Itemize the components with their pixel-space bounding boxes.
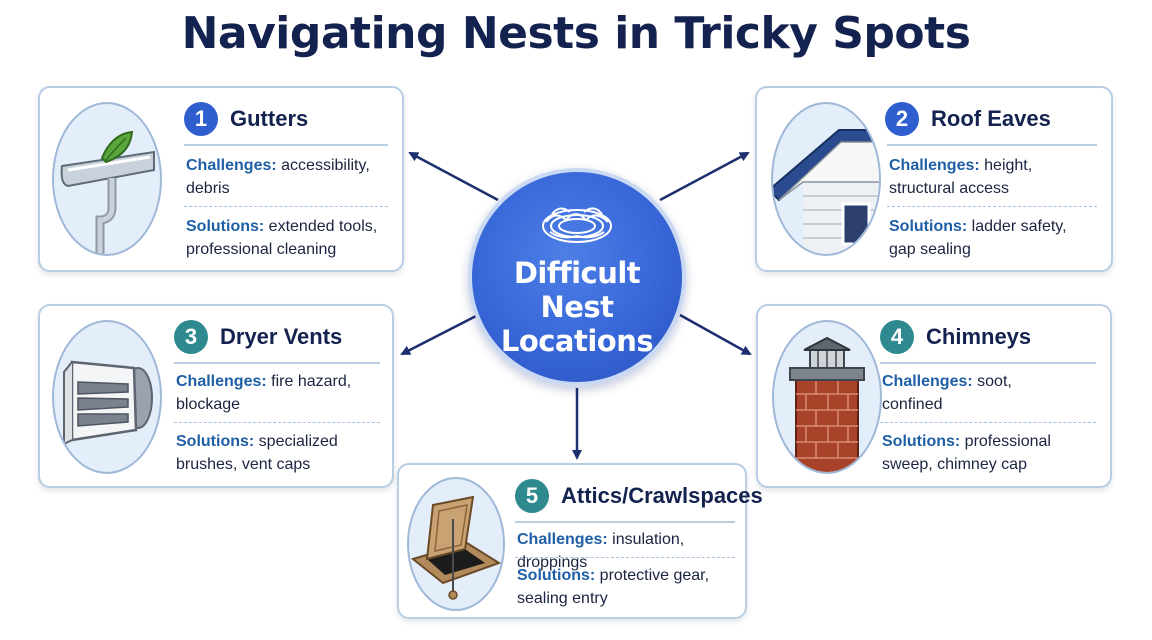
roof-eave-icon bbox=[771, 102, 881, 256]
solutions-text: Solutions: professional sweep, chimney c… bbox=[882, 433, 1051, 473]
step-number-badge: 2 bbox=[885, 102, 919, 136]
attic-hatch-icon bbox=[407, 477, 505, 611]
gutter-icon bbox=[52, 102, 162, 256]
page-title: Navigating Nests in Tricky Spots bbox=[181, 8, 971, 59]
arrow-to-chimneys bbox=[679, 313, 752, 356]
solutions-text: Solutions: extended tools, professional … bbox=[186, 218, 378, 258]
card-attics-crawlspaces: 5 Attics/Crawlspaces Challenges: insulat… bbox=[397, 463, 763, 619]
card-title: Attics/Crawlspaces bbox=[561, 483, 763, 508]
challenges-text: Challenges: fire hazard, blockage bbox=[176, 373, 352, 413]
dryer-vent-icon bbox=[52, 320, 162, 474]
solutions-text: Solutions: protective gear, sealing entr… bbox=[517, 567, 710, 607]
step-number-badge: 3 bbox=[174, 320, 208, 354]
step-number-badge: 4 bbox=[880, 320, 914, 354]
arrow-to-dryer-vents bbox=[400, 313, 479, 356]
nest-icon bbox=[542, 207, 612, 243]
center-label: Difficult Nest Locations bbox=[500, 256, 654, 358]
center-hub: Difficult Nest Locations bbox=[468, 168, 686, 386]
challenges-text: Challenges: insulation, droppings bbox=[517, 531, 685, 571]
solutions-text: Solutions: specialized brushes, vent cap… bbox=[176, 433, 338, 473]
card-title: Dryer Vents bbox=[220, 324, 343, 349]
arrow-to-roof-eaves bbox=[659, 151, 750, 202]
card-title: Chimneys bbox=[926, 324, 1032, 349]
card-title: Roof Eaves bbox=[931, 106, 1051, 131]
card-roof-eaves: 2 Roof Eaves Challenges: height, structu… bbox=[755, 86, 1113, 272]
card-title: Gutters bbox=[230, 106, 309, 131]
chimney-icon bbox=[772, 320, 882, 474]
card-gutters: 1 Gutters Challenges: accessibility, deb… bbox=[38, 86, 404, 272]
challenges-text: Challenges: soot, confined bbox=[882, 373, 1012, 413]
arrow-to-gutters bbox=[408, 151, 499, 202]
challenges-text: Challenges: height, structural access bbox=[889, 157, 1033, 197]
step-number-badge: 5 bbox=[515, 479, 549, 513]
card-chimneys: 4 Chimneys Challenges: soot, confined So… bbox=[756, 304, 1112, 488]
step-number-badge: 1 bbox=[184, 102, 218, 136]
challenges-text: Challenges: accessibility, debris bbox=[186, 157, 370, 197]
card-dryer-vents: 3 Dryer Vents Challenges: fire hazard, b… bbox=[38, 304, 394, 488]
solutions-text: Solutions: ladder safety, gap sealing bbox=[889, 218, 1067, 258]
